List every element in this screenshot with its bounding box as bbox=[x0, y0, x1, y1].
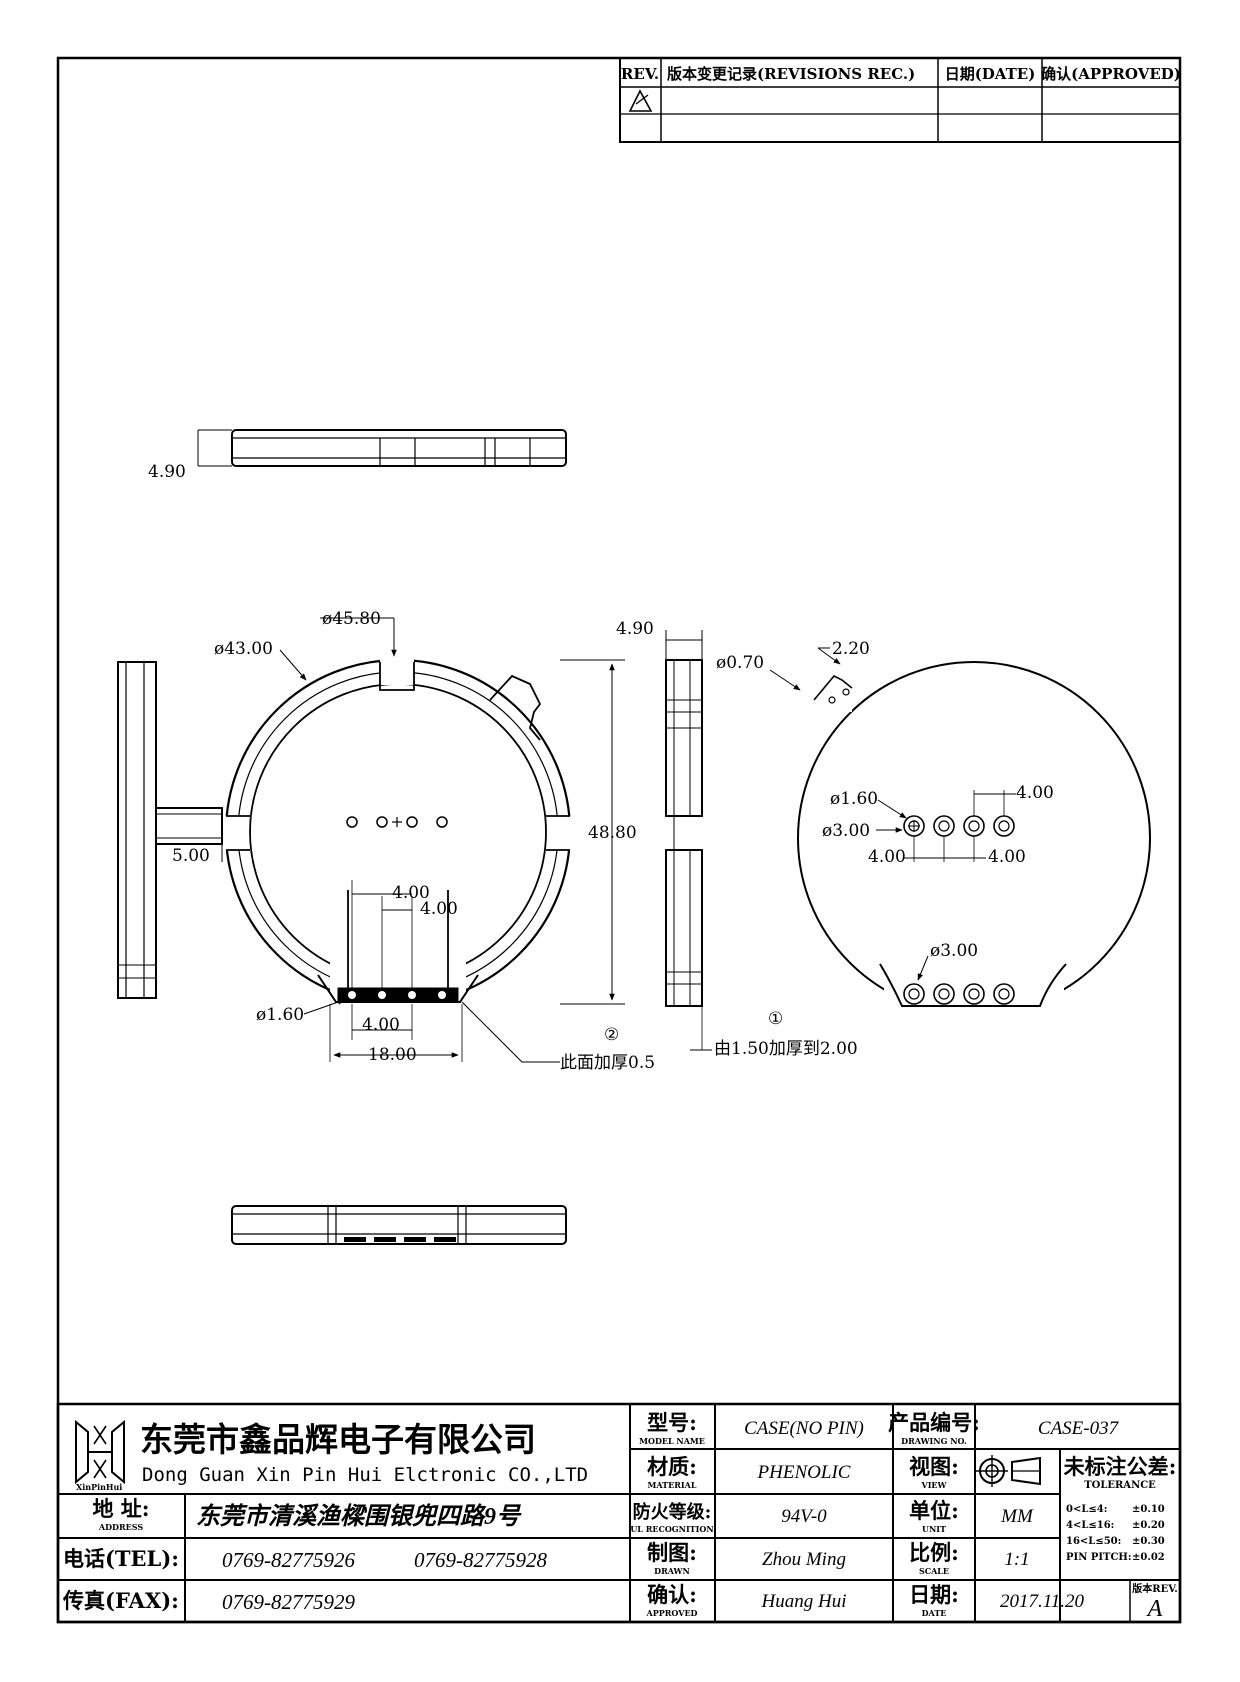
material-sub: MATERIAL bbox=[648, 1480, 697, 1490]
dim-right-pitch-top: 4.00 bbox=[1016, 783, 1054, 803]
tolerance-sub: TOLERANCE bbox=[1084, 1480, 1156, 1491]
front-view bbox=[224, 655, 572, 1010]
tolerance-value-4: ±0.02 bbox=[1132, 1552, 1165, 1563]
ul-label: 防火等级: bbox=[633, 1501, 712, 1523]
dim-overall-height: 48.80 bbox=[588, 823, 637, 843]
dim-bottom-ring: ø3.00 bbox=[930, 941, 978, 961]
material-value: PHENOLIC bbox=[757, 1462, 851, 1483]
view-sub: VIEW bbox=[920, 1480, 947, 1490]
drawing-no-sub: DRAWING NO. bbox=[901, 1436, 967, 1446]
unit-value: MM bbox=[1000, 1506, 1034, 1527]
logo-caption: XinPinHui bbox=[76, 1482, 122, 1492]
dim-web-width: 5.00 bbox=[172, 846, 210, 866]
date-sub: DATE bbox=[922, 1608, 947, 1618]
tolerance-range-4: PIN PITCH: bbox=[1066, 1552, 1132, 1563]
tolerance-value-2: ±0.20 bbox=[1132, 1520, 1165, 1531]
scale-value: 1:1 bbox=[1004, 1549, 1029, 1570]
date-value: 2017.11.20 bbox=[1000, 1591, 1085, 1612]
unit-label: 单位: bbox=[909, 1498, 959, 1523]
ul-sub: UL RECOGNITION bbox=[630, 1524, 713, 1534]
drawing-no-label: 产品编号: bbox=[888, 1410, 980, 1435]
dim-top-height: 4.90 bbox=[148, 462, 186, 482]
rev-label: 版本REV. bbox=[1132, 1582, 1177, 1595]
dim-pin-pitch-b: 4.00 bbox=[420, 899, 458, 919]
note-side-thicken: 由1.50加厚到2.00 bbox=[714, 1039, 858, 1059]
revisions-header: 版本变更记录(REVISIONS REC.) bbox=[667, 65, 915, 83]
top-view: 4.90 bbox=[148, 429, 567, 482]
dim-right-pitch-left: 4.00 bbox=[868, 847, 906, 867]
tolerance-value-3: ±0.30 bbox=[1132, 1536, 1165, 1547]
company-logo: XinPinHui bbox=[75, 1419, 125, 1492]
projection-symbol-icon bbox=[976, 1455, 1041, 1487]
view-label: 视图: bbox=[909, 1454, 959, 1479]
dim-pin-hole-right: ø1.60 bbox=[830, 789, 878, 809]
model-label: 型号: bbox=[647, 1410, 697, 1435]
tolerance-label: 未标注公差: bbox=[1064, 1454, 1177, 1479]
model-value: CASE(NO PIN) bbox=[744, 1418, 864, 1439]
approved-value: Huang Hui bbox=[761, 1591, 847, 1612]
dim-pin-pitch-a: 4.00 bbox=[392, 883, 430, 903]
dim-outer-diameter: ø45.80 bbox=[322, 609, 381, 629]
fax-label: 传真(FAX): bbox=[62, 1588, 179, 1613]
material-label: 材质: bbox=[647, 1454, 697, 1479]
address-sub: ADDRESS bbox=[98, 1522, 143, 1532]
right-view bbox=[797, 661, 1151, 1020]
dim-side-height: 4.90 bbox=[616, 619, 654, 639]
approved-sub: APPROVED bbox=[646, 1608, 698, 1618]
tolerance-range-3: 16<L≤50: bbox=[1066, 1536, 1121, 1547]
revision-triangle-icon bbox=[628, 89, 653, 112]
tel-label: 电话(TEL): bbox=[63, 1546, 179, 1571]
dim-small-hole: ø0.70 bbox=[716, 653, 764, 673]
scale-sub: SCALE bbox=[919, 1566, 949, 1576]
address-value: 东莞市清溪渔樑围银兜四路9号 bbox=[196, 1503, 522, 1530]
drawn-label: 制图: bbox=[647, 1540, 697, 1565]
title-block: XinPinHui 东莞市鑫品辉电子有限公司 Dong Guan Xin Pin… bbox=[56, 1402, 1182, 1624]
dim-bottom-pitch: 4.00 bbox=[362, 1015, 400, 1035]
revision-table: REV. 版本变更记录(REVISIONS REC.) 日期(DATE) 确认(… bbox=[619, 57, 1181, 143]
bottom-view bbox=[231, 1205, 567, 1245]
company-name-en: Dong Guan Xin Pin Hui Elctronic CO.,LTD bbox=[142, 1464, 588, 1486]
fax-value: 0769-82775929 bbox=[222, 1590, 355, 1614]
tolerance-range-1: 0<L≤4: bbox=[1066, 1504, 1107, 1515]
note-thicken: 此面加厚0.5 bbox=[560, 1053, 655, 1073]
dim-tab-size: 2.20 bbox=[832, 639, 870, 659]
rev-value: A bbox=[1146, 1596, 1163, 1622]
dim-ring-right: ø3.00 bbox=[822, 821, 870, 841]
approved-label: 确认: bbox=[647, 1582, 697, 1607]
right-view-dimensions: ø0.70 2.20 ø1.60 ø3.00 4.00 4.00 4.00 ø3… bbox=[716, 639, 1054, 981]
unit-sub: UNIT bbox=[922, 1524, 946, 1534]
rev-header: REV. bbox=[621, 65, 659, 83]
drawn-value: Zhou Ming bbox=[762, 1549, 846, 1570]
dim-right-pitch-right: 4.00 bbox=[988, 847, 1026, 867]
approved-header: 确认(APPROVED) bbox=[1041, 65, 1181, 83]
model-sub: MODEL NAME bbox=[639, 1436, 705, 1446]
left-side-view: 5.00 bbox=[117, 661, 223, 999]
front-view-dimensions: ø45.80 ø43.00 48.80 4.00 4.00 ø1.60 4.00… bbox=[214, 609, 655, 1073]
tolerance-value-1: ±0.10 bbox=[1132, 1504, 1165, 1515]
drawn-sub: DRAWN bbox=[654, 1566, 690, 1576]
scale-label: 比例: bbox=[909, 1540, 959, 1565]
dim-tab-width: 18.00 bbox=[368, 1045, 417, 1065]
date-header: 日期(DATE) bbox=[945, 65, 1036, 83]
dim-pin-hole: ø1.60 bbox=[256, 1005, 304, 1025]
note-marker-2: ② bbox=[604, 1025, 619, 1045]
tel-value-2: 0769-82775928 bbox=[414, 1548, 547, 1572]
middle-side-view: 4.90 由1.50加厚到2.00 ① bbox=[616, 619, 858, 1059]
date-label: 日期: bbox=[909, 1582, 959, 1607]
address-label: 地 址: bbox=[92, 1496, 149, 1521]
tolerance-range-2: 4<L≤16: bbox=[1066, 1520, 1114, 1531]
company-name-cn: 东莞市鑫品辉电子有限公司 bbox=[140, 1420, 536, 1459]
ul-value: 94V-0 bbox=[781, 1506, 827, 1527]
drawing-no-value: CASE-037 bbox=[1038, 1418, 1120, 1439]
dim-inner-diameter: ø43.00 bbox=[214, 639, 273, 659]
tel-value-1: 0769-82775926 bbox=[222, 1548, 355, 1572]
note-marker-1: ① bbox=[768, 1009, 783, 1029]
